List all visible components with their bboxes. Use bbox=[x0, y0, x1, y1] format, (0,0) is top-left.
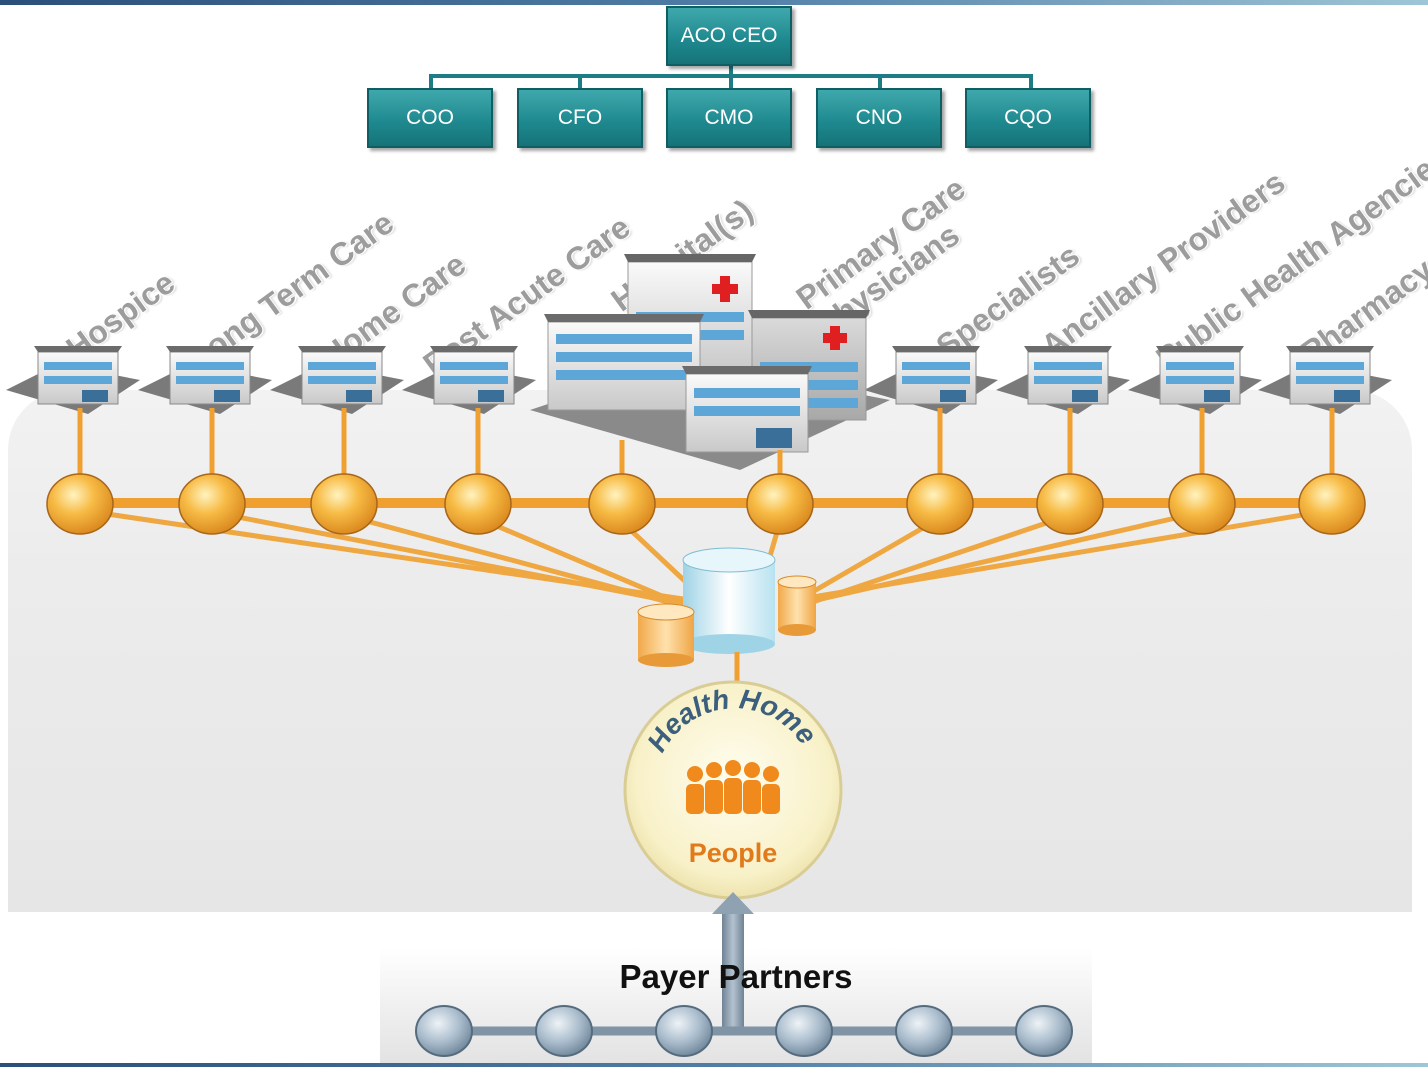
coo-box[interactable]: COO bbox=[367, 88, 493, 148]
database-icon bbox=[637, 547, 817, 667]
cqo-box[interactable]: CQO bbox=[965, 88, 1091, 148]
coo-connector bbox=[429, 74, 433, 88]
payer-node bbox=[775, 1005, 833, 1057]
building-icon-public-health-agencies bbox=[1128, 346, 1262, 414]
building-icon-specialists bbox=[864, 346, 998, 414]
network-node bbox=[588, 473, 656, 535]
payer-nodes bbox=[415, 1005, 1073, 1057]
network-nodes bbox=[46, 473, 1366, 535]
payer-partners-title: Payer Partners bbox=[619, 958, 853, 995]
hospital-complex-icon bbox=[530, 254, 890, 470]
building-icon-hospice bbox=[6, 346, 140, 414]
cfo-box[interactable]: CFO bbox=[517, 88, 643, 148]
cno-box[interactable]: CNO bbox=[816, 88, 942, 148]
network-node bbox=[178, 473, 246, 535]
payer-node bbox=[415, 1005, 473, 1057]
ceo-connector bbox=[729, 66, 733, 78]
top-accent-bar bbox=[0, 0, 1428, 5]
network-node bbox=[906, 473, 974, 535]
payer-node bbox=[655, 1005, 713, 1057]
network-node bbox=[46, 473, 114, 535]
cno-connector bbox=[878, 74, 882, 88]
building-icon-post-acute-care bbox=[402, 346, 536, 414]
cfo-connector bbox=[578, 74, 582, 88]
building-connectors bbox=[77, 408, 1335, 478]
bottom-accent-bar bbox=[0, 1063, 1428, 1067]
cmo-box[interactable]: CMO bbox=[666, 88, 792, 148]
building-icon-home-care bbox=[270, 346, 404, 414]
health-home-circle[interactable]: Health Home People bbox=[623, 680, 843, 900]
network-node bbox=[444, 473, 512, 535]
building-icon-long-term-care bbox=[138, 346, 272, 414]
payer-node bbox=[1015, 1005, 1073, 1057]
network-node bbox=[310, 473, 378, 535]
payer-node bbox=[535, 1005, 593, 1057]
health-home-subtitle: People bbox=[689, 838, 778, 868]
ceo-box[interactable]: ACO CEO bbox=[666, 6, 792, 66]
network-node bbox=[1036, 473, 1104, 535]
cmo-connector bbox=[729, 74, 733, 88]
building-icon-pharmacy bbox=[1258, 346, 1392, 414]
people-icon bbox=[686, 760, 780, 814]
network-node bbox=[1168, 473, 1236, 535]
payer-node bbox=[895, 1005, 953, 1057]
building-icon-ancillary-providers bbox=[996, 346, 1130, 414]
network-node bbox=[746, 473, 814, 535]
network-node bbox=[1298, 473, 1366, 535]
cqo-connector bbox=[1029, 74, 1033, 88]
payer-arrow bbox=[712, 892, 754, 1032]
